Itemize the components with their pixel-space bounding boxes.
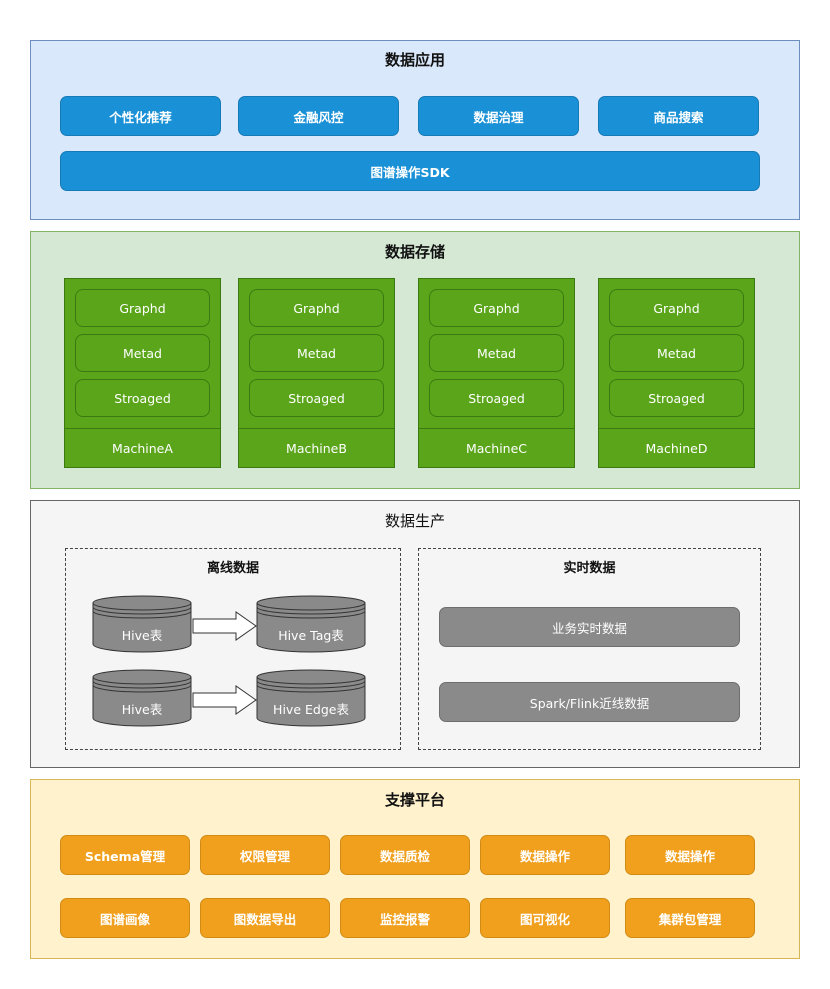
graph-sdk-bar[interactable]: 图谱操作SDK [60,151,760,191]
app-data-governance[interactable]: 数据治理 [418,96,579,136]
storaged-service[interactable]: Stroaged [429,379,564,417]
storaged-service[interactable]: Stroaged [609,379,744,417]
graph-profile-button[interactable]: 图谱画像 [60,898,190,938]
storage-layer-title: 数据存储 [384,243,445,261]
data-operation-button-2[interactable]: 数据操作 [625,835,755,875]
graphd-service[interactable]: Graphd [429,289,564,327]
realtime-data-title: 实时数据 [563,561,616,576]
app-layer: 数据应用 个性化推荐 金融风控 数据治理 商品搜索 图谱操作SDK [30,40,800,220]
offline-data-title: 离线数据 [206,561,259,576]
app-financial-risk-control[interactable]: 金融风控 [238,96,399,136]
app-product-search[interactable]: 商品搜索 [598,96,759,136]
storage-layer: 数据存储 Graphd Metad Stroaged MachineA Grap… [30,231,800,489]
production-layer: 数据生产 离线数据 Hive表 Hive Tag表 [30,500,800,768]
offline-data-group: 离线数据 Hive表 Hive Tag表 [65,548,401,750]
hive-table-cylinder[interactable]: Hive表 [92,669,192,727]
machine-a[interactable]: Graphd Metad Stroaged MachineA [64,278,221,468]
graph-visualization-button[interactable]: 图可视化 [480,898,610,938]
app-layer-title: 数据应用 [384,51,445,69]
hive-table-cylinder[interactable]: Hive表 [92,595,192,653]
data-quality-check-button[interactable]: 数据质检 [340,835,470,875]
spark-flink-nearline-data-button[interactable]: Spark/Flink近线数据 [439,682,740,722]
hive-tag-table-cylinder[interactable]: Hive Tag表 [256,595,366,653]
hive-table-label: Hive表 [121,628,163,643]
hive-tag-table-label: Hive Tag表 [278,628,344,643]
monitoring-alert-button[interactable]: 监控报警 [340,898,470,938]
machine-label: MachineC [419,428,574,467]
database-cylinder-icon [92,595,192,653]
hive-table-label: Hive表 [121,702,163,717]
permission-management-button[interactable]: 权限管理 [200,835,330,875]
machine-c[interactable]: Graphd Metad Stroaged MachineC [418,278,575,468]
business-realtime-data-button[interactable]: 业务实时数据 [439,607,740,647]
storaged-service[interactable]: Stroaged [249,379,384,417]
metad-service[interactable]: Metad [609,334,744,372]
hive-edge-table-label: Hive Edge表 [273,702,349,717]
graphd-service[interactable]: Graphd [249,289,384,327]
metad-service[interactable]: Metad [429,334,564,372]
cluster-package-management-button[interactable]: 集群包管理 [625,898,755,938]
database-cylinder-icon [256,595,366,653]
machine-label: MachineA [65,428,220,467]
support-layer: 支撑平台 Schema管理 权限管理 数据质检 数据操作 数据操作 图谱画像 图… [30,779,800,959]
support-layer-title: 支撑平台 [384,791,445,809]
arrow-right-icon [192,685,257,715]
machine-d[interactable]: Graphd Metad Stroaged MachineD [598,278,755,468]
database-cylinder-icon [256,669,366,727]
graphd-service[interactable]: Graphd [609,289,744,327]
metad-service[interactable]: Metad [249,334,384,372]
storaged-service[interactable]: Stroaged [75,379,210,417]
production-layer-title: 数据生产 [384,512,445,530]
metad-service[interactable]: Metad [75,334,210,372]
schema-management-button[interactable]: Schema管理 [60,835,190,875]
app-personalized-recommendation[interactable]: 个性化推荐 [60,96,221,136]
graph-data-export-button[interactable]: 图数据导出 [200,898,330,938]
machine-label: MachineD [599,428,754,467]
data-operation-button[interactable]: 数据操作 [480,835,610,875]
machine-label: MachineB [239,428,394,467]
graphd-service[interactable]: Graphd [75,289,210,327]
hive-edge-table-cylinder[interactable]: Hive Edge表 [256,669,366,727]
arrow-right-icon [192,611,257,641]
database-cylinder-icon [92,669,192,727]
realtime-data-group: 实时数据 业务实时数据 Spark/Flink近线数据 [418,548,761,750]
machine-b[interactable]: Graphd Metad Stroaged MachineB [238,278,395,468]
